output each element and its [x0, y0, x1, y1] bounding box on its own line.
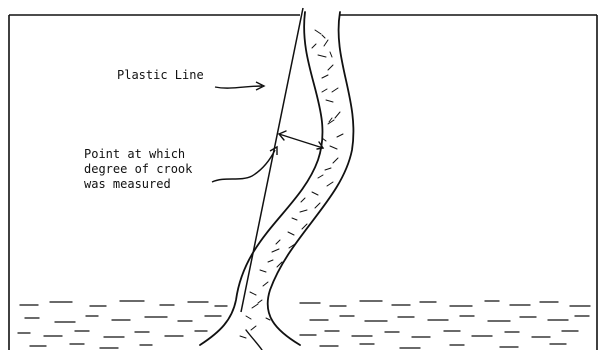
plastic-line-pointer — [215, 86, 262, 88]
crook-point-pointer — [212, 150, 275, 182]
crook-point-label: Point at which degree of crook was measu… — [84, 147, 192, 192]
plastic-line — [241, 8, 303, 312]
ground-grass-strokes — [18, 301, 590, 348]
crook-measurement-arrow — [279, 131, 323, 149]
crook-point-label-line-3: was measured — [84, 177, 192, 192]
crook-point-label-line-1: Point at which — [84, 147, 192, 162]
crook-point-label-line-2: degree of crook — [84, 162, 192, 177]
plastic-line-label: Plastic Line — [117, 68, 204, 83]
tree-trunk-drawing — [200, 12, 353, 350]
